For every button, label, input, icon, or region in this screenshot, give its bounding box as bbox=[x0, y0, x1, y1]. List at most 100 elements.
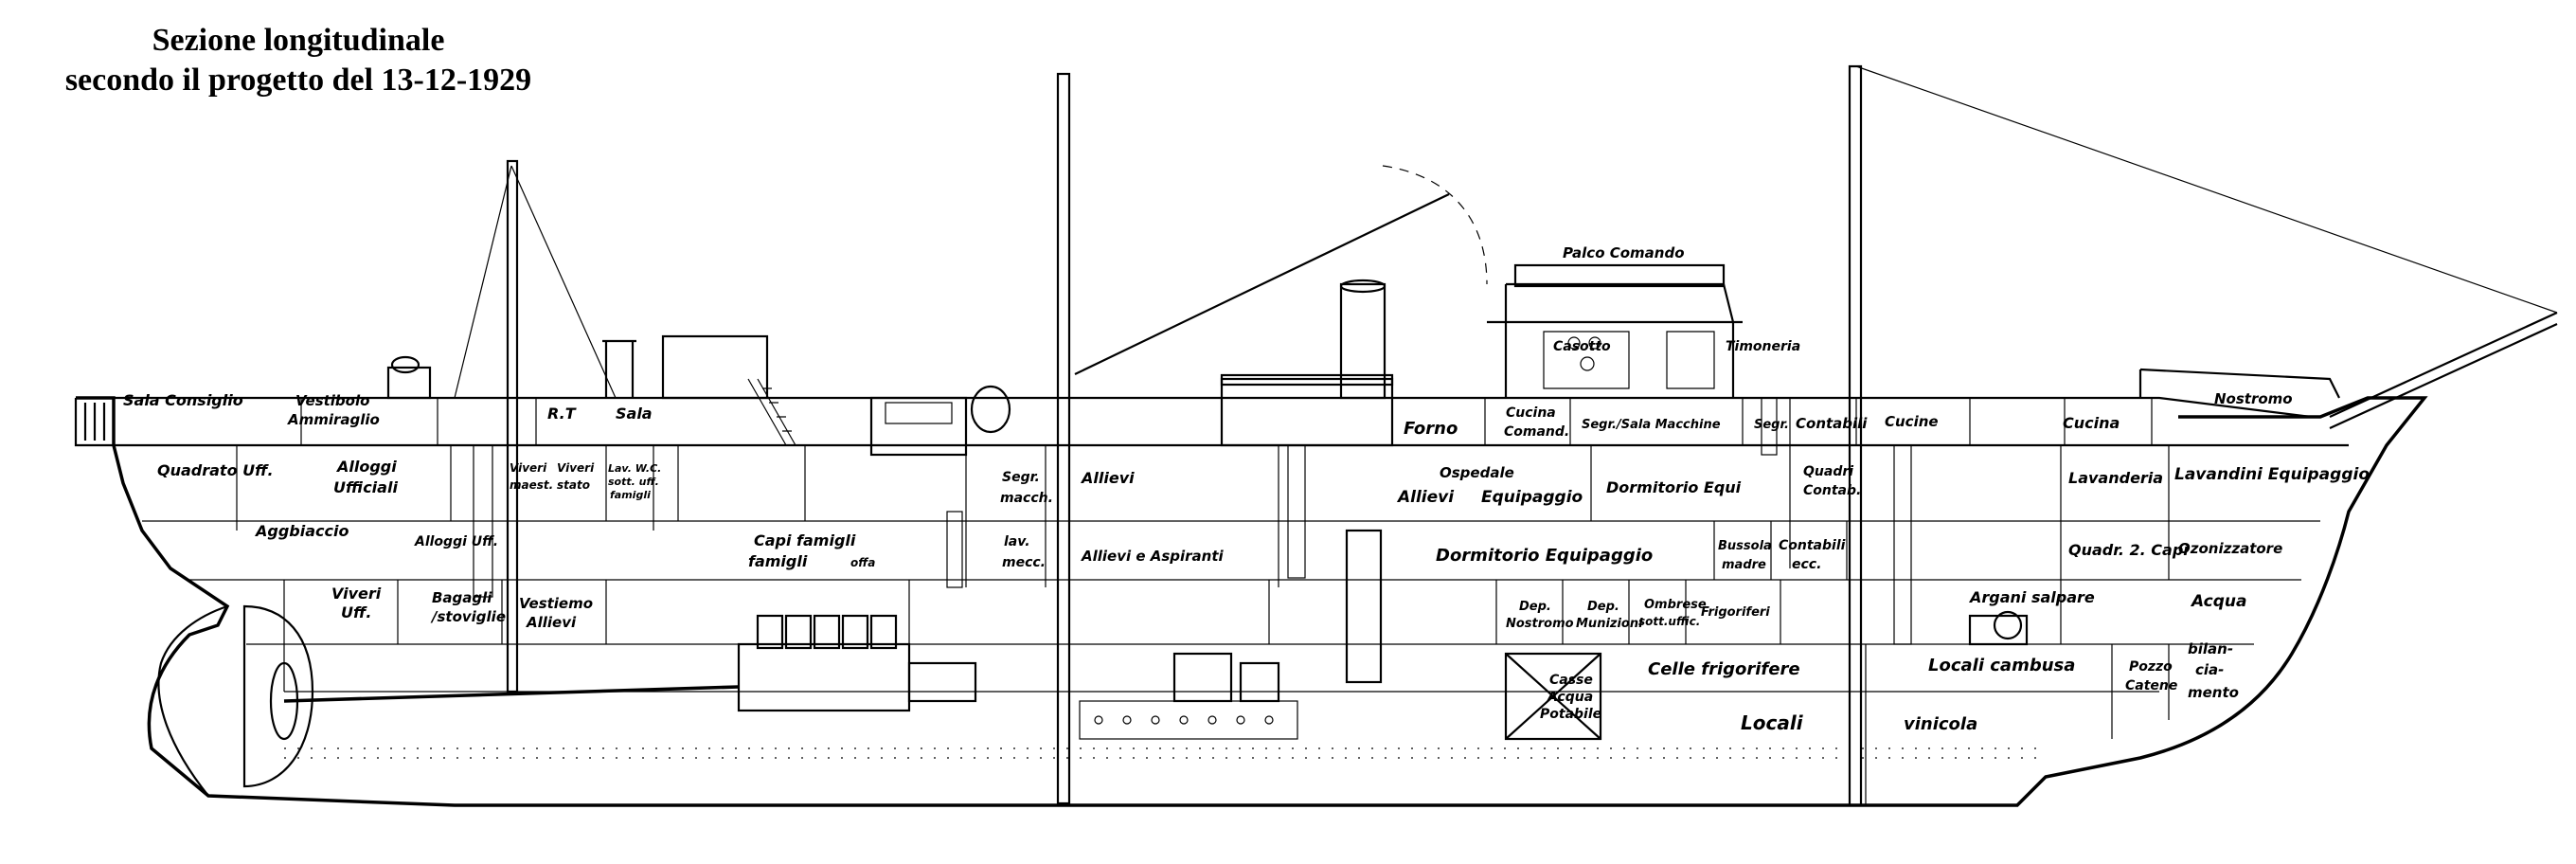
label-vinicola: vinicola bbox=[1904, 714, 1977, 734]
stair-wells bbox=[473, 397, 1912, 645]
label-viveri-maest-2: maest. bbox=[510, 478, 553, 492]
gaff-boom bbox=[1074, 193, 1450, 375]
water-tanks bbox=[1504, 652, 1602, 741]
label-rt: R.T bbox=[547, 405, 577, 423]
bridge-structure bbox=[1487, 282, 1743, 398]
label-viveri-uff-1: Viveri bbox=[331, 585, 382, 603]
label-cucina-comand-1: Cucina bbox=[1506, 405, 1556, 421]
bulkheads bbox=[236, 398, 2170, 805]
mizzen-mast bbox=[506, 159, 519, 693]
radio-room bbox=[661, 334, 769, 400]
label-lavandini-equipaggio: Lavandini Equipaggio bbox=[2174, 465, 2370, 484]
label-nostromo: Nostromo bbox=[2214, 390, 2293, 407]
rudder bbox=[242, 604, 314, 788]
bow-stay bbox=[1855, 65, 2558, 314]
mizzen-rigging bbox=[454, 165, 617, 399]
label-allievi-aspiranti: Allievi e Aspiranti bbox=[1081, 548, 1225, 565]
keel-frames bbox=[284, 747, 2036, 759]
label-lav-mecc-1: lav. bbox=[1004, 534, 1030, 549]
engine-casing bbox=[1220, 377, 1394, 447]
midship-deckhouse bbox=[869, 396, 968, 457]
label-allievi-upper: Allievi bbox=[1080, 469, 1135, 487]
label-argani-salpare: Argani salpare bbox=[1968, 588, 2095, 606]
label-quadr-capi: Quadr. 2. Capi bbox=[2068, 541, 2189, 559]
label-bagagli-stoviglie-2: /stoviglie bbox=[430, 608, 506, 625]
label-cucine: Cucine bbox=[1885, 413, 1939, 430]
uptake bbox=[1345, 529, 1383, 684]
label-dep-nostromo-2: Nostromo bbox=[1506, 617, 1574, 631]
label-lav-wc-2: sott. uff. bbox=[608, 476, 659, 488]
label-timoneria: Timoneria bbox=[1726, 339, 1800, 354]
label-quadri-contab-2: Contab. bbox=[1803, 483, 1861, 498]
auxiliary-machinery bbox=[1172, 610, 2029, 703]
label-pozzo-catene-1: Pozzo bbox=[2129, 659, 2173, 675]
label-dormitorio-equi: Dormitorio Equi bbox=[1606, 478, 1742, 496]
fore-mast bbox=[1848, 64, 1863, 807]
porthole bbox=[1567, 336, 1581, 350]
label-dep-nostromo-1: Dep. bbox=[1519, 600, 1551, 614]
upper-deck-line bbox=[76, 396, 2312, 419]
label-casse-acqua-2: Acqua bbox=[1547, 690, 1593, 705]
porthole bbox=[1580, 356, 1595, 371]
main-mast bbox=[1056, 72, 1071, 805]
label-forno: Forno bbox=[1404, 419, 1458, 439]
label-aggbiaccio: Aggbiaccio bbox=[254, 522, 349, 540]
label-vestibolo-ammiraglio-2: Ammiraglio bbox=[287, 411, 380, 428]
label-acqua: Acqua bbox=[2190, 592, 2246, 611]
label-casse-acqua-1: Casse bbox=[1549, 673, 1593, 688]
label-segr-macch-1: Segr. bbox=[1002, 470, 1040, 485]
drawing-title-line-1: Sezione longitudinale bbox=[152, 23, 445, 58]
chart-house bbox=[1543, 331, 1715, 389]
label-vestiemo-allievi-1: Vestiemo bbox=[519, 595, 593, 612]
companion-ladder bbox=[747, 378, 796, 446]
diesel-engines bbox=[737, 614, 977, 712]
stern-gallery bbox=[74, 398, 114, 447]
hull-outline bbox=[76, 396, 2428, 807]
stern-counter bbox=[157, 604, 228, 797]
label-bussola-madre-1: Bussola bbox=[1718, 539, 1772, 553]
bowsprit bbox=[2329, 312, 2558, 429]
label-bussola-madre-2: madre bbox=[1722, 558, 1766, 572]
label-lavanderia: Lavanderia bbox=[2068, 469, 2163, 487]
label-capi-famigli-1: Capi famigli bbox=[754, 531, 856, 549]
label-ombrese-2: sott.uffic. bbox=[1638, 615, 1700, 628]
ventilator-head bbox=[390, 355, 420, 374]
label-alloggi-ufficiali-2: Ufficiali bbox=[333, 478, 398, 496]
label-segr: Segr. bbox=[1754, 418, 1789, 432]
label-sala-consiglio: Sala Consiglio bbox=[123, 391, 243, 409]
label-lav-mecc-2: mecc. bbox=[1002, 555, 1046, 570]
label-offa: offa bbox=[850, 556, 875, 569]
drawing-title: Sezione longitudinale secondo il progett… bbox=[0, 21, 597, 100]
label-alloggi-ufficiali-1: Alloggi bbox=[335, 458, 397, 476]
label-quadri-contab-1: Quadri bbox=[1803, 464, 1853, 479]
label-bilan-3: mento bbox=[2188, 684, 2239, 701]
label-segr-macch-2: macch. bbox=[1000, 491, 1053, 506]
label-frigoriferi: Frigoriferi bbox=[1701, 605, 1770, 620]
label-viveri-uff-2: Uff. bbox=[341, 603, 371, 621]
label-viveri-maest-1: Viveri bbox=[510, 461, 547, 475]
label-viveri-stato-2: stato bbox=[557, 478, 590, 492]
label-lav-wc-1: Lav. W.C. bbox=[608, 462, 661, 475]
label-vestibolo-ammiraglio-1: Vestibolo bbox=[295, 392, 369, 409]
label-celle-frigorifere: Celle frigorifere bbox=[1648, 659, 1800, 679]
engine-casing-top bbox=[1220, 373, 1394, 387]
label-equipaggio-mid: Equipaggio bbox=[1481, 488, 1583, 507]
bridge-top bbox=[1513, 263, 1726, 288]
label-allievi-mid: Allievi bbox=[1396, 488, 1455, 507]
label-viveri-stato-1: Viveri bbox=[557, 461, 595, 475]
label-pozzo-catene-2: Catene bbox=[2125, 678, 2177, 693]
double-bottom-tanks bbox=[1079, 700, 1298, 740]
drawing-title-line-2: secondo il progetto del 13-12-1929 bbox=[64, 63, 532, 98]
porthole bbox=[1588, 336, 1601, 350]
label-cucina-fwd: Cucina bbox=[2063, 414, 2120, 432]
label-ospedale: Ospedale bbox=[1440, 464, 1514, 481]
label-bilan-2: cia- bbox=[2195, 661, 2224, 678]
label-dep-munizioni-2: Munizioni bbox=[1576, 617, 1643, 631]
label-cucina-comand-2: Comand. bbox=[1504, 424, 1569, 440]
label-contabili-top: Contabili bbox=[1796, 415, 1868, 432]
label-contabili-ecc-2: ecc. bbox=[1792, 557, 1821, 572]
label-bagagli-stoviglie-1: Bagagli bbox=[432, 589, 492, 606]
label-locali-cambusa: Locali cambusa bbox=[1928, 656, 2075, 675]
